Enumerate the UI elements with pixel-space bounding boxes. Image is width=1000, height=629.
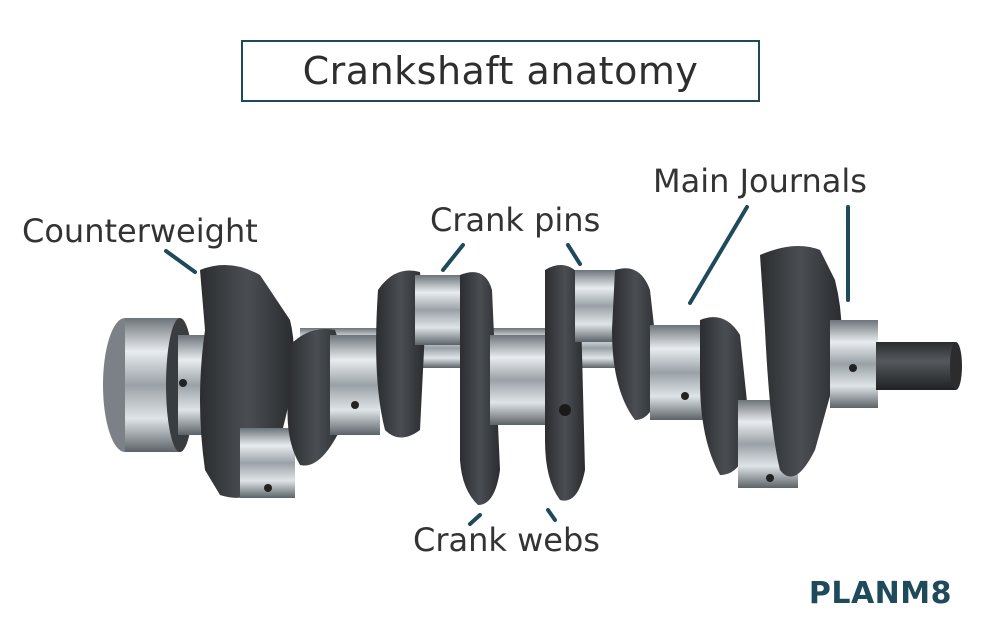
main-journal: [330, 335, 380, 435]
label-counterweight: Counterweight: [22, 212, 258, 250]
front-journal: [103, 318, 208, 452]
label-main-journals: Main Journals: [653, 162, 867, 200]
rear-journal: [830, 320, 962, 408]
leader-lines: [164, 205, 850, 526]
leader-main-journal-1: [688, 205, 749, 305]
page-title: Crankshaft anatomy: [241, 40, 760, 102]
crank-pin-upper-left: [415, 275, 465, 345]
crank-web: [376, 270, 425, 438]
crank-web: [612, 268, 660, 420]
leader-counterweight: [164, 249, 197, 274]
label-crank-webs: Crank webs: [413, 521, 600, 559]
leader-crank-pin-2: [566, 243, 582, 266]
crank-web: [460, 272, 500, 505]
leader-crank-web-1: [468, 513, 482, 526]
center-journal: [490, 335, 545, 425]
brand-logo: PLANM8: [808, 576, 952, 611]
leader-crank-web-2: [546, 508, 557, 522]
counterweight-web: [760, 246, 842, 477]
crank-pin-lower-left: [240, 428, 295, 498]
crank-web: [700, 317, 750, 475]
label-crank-pins: Crank pins: [430, 201, 601, 239]
leader-crank-pin-1: [441, 243, 465, 272]
